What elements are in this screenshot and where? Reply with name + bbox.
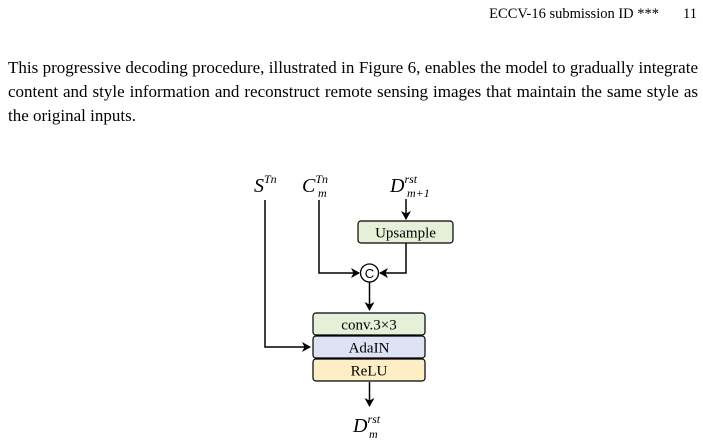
page-header: ECCV-16 submission ID *** 11 [489,6,697,23]
output-sub: m [369,427,378,441]
concat-label: C [365,266,374,281]
adain-label: AdaIN [349,341,390,357]
style-input-label: STn [254,172,277,197]
submission-id: ECCV-16 submission ID *** [489,6,660,22]
upsample-label: Upsample [375,226,436,242]
relu-box [312,358,426,382]
prev-decoded-label: Drst [389,172,418,197]
relu-label: ReLU [351,364,388,380]
style-line [264,200,311,352]
adain-box [312,335,426,359]
content-input-label: CTn [302,172,328,197]
prev-decoded-sub: m+1 [407,186,430,200]
body-paragraph: This progressive decoding procedure, ill… [8,58,698,125]
page-number: 11 [683,6,697,22]
content-input-sub: m [318,186,327,200]
upsample-output-line [379,243,407,278]
conv-label: conv.3×3 [341,318,396,334]
output-label: Drst [352,412,381,437]
content-line [318,200,360,278]
conv-box [312,312,426,336]
